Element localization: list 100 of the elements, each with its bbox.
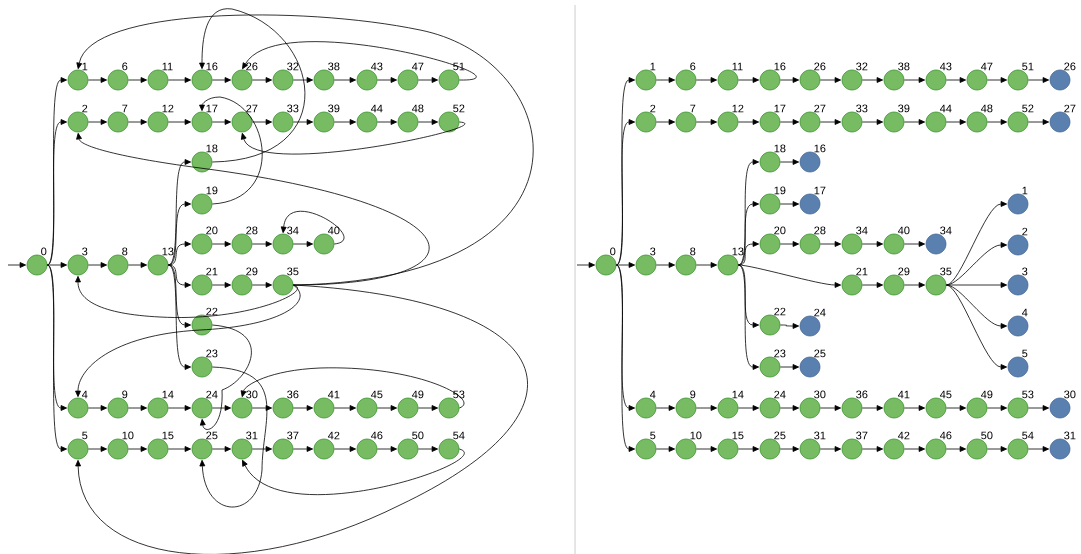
arrow: [819, 77, 842, 83]
arrow: [292, 405, 314, 411]
arrow: [251, 241, 273, 247]
arrow: [211, 405, 232, 411]
arrow: [695, 77, 718, 83]
arrow: [655, 405, 676, 411]
arrow: [903, 282, 926, 288]
node-label: 44: [370, 104, 383, 113]
node-label: 9: [122, 390, 128, 399]
node-label: 11: [162, 62, 173, 71]
node-label: 53: [1022, 390, 1034, 399]
node-label: 34: [287, 226, 299, 235]
arrow: [251, 405, 273, 411]
node-label: 49: [411, 390, 424, 399]
arrow: [292, 446, 314, 452]
node-label: 2: [82, 104, 88, 113]
node-label: 19: [206, 186, 218, 195]
node-label: 30: [1064, 390, 1076, 399]
node-label: 14: [162, 390, 174, 399]
node-label: 26: [246, 62, 258, 71]
arrow: [903, 241, 926, 247]
node-label: 25: [814, 349, 826, 358]
arrow: [242, 41, 477, 81]
arrow: [615, 262, 636, 268]
node-label: 7: [122, 104, 128, 113]
node-label: 23: [206, 349, 218, 358]
arrow: [127, 77, 148, 83]
node-label: 14: [732, 390, 744, 399]
arrow: [242, 448, 465, 495]
arrow: [167, 241, 192, 266]
node-label: 4: [81, 390, 88, 399]
node-label: 5: [1022, 349, 1028, 358]
node-label: 54: [453, 431, 465, 440]
node-label: 24: [774, 390, 786, 399]
node-label: 31: [1064, 431, 1076, 440]
arrow: [779, 446, 800, 452]
arrow: [76, 132, 429, 286]
node-label: 22: [774, 307, 786, 316]
arrow: [861, 241, 884, 247]
arrow: [1027, 119, 1050, 125]
node-label: 1: [650, 62, 656, 71]
arrow: [167, 201, 192, 266]
arrow: [737, 264, 760, 370]
arrow: [819, 446, 842, 452]
arrow: [737, 201, 760, 266]
arrow: [376, 77, 398, 83]
arrow: [333, 405, 357, 411]
arrow: [903, 77, 926, 83]
node-label: 26: [1064, 62, 1076, 71]
node-label: 38: [328, 62, 340, 71]
node-label: 36: [287, 390, 299, 399]
node-label: 40: [327, 226, 340, 235]
arrow: [127, 405, 148, 411]
node-label: 4: [649, 390, 656, 399]
arrow: [75, 284, 301, 398]
node-label: 6: [690, 62, 696, 71]
arrow: [167, 264, 192, 288]
node-label: 25: [206, 431, 218, 440]
arrow: [199, 8, 306, 163]
arrow: [376, 405, 398, 411]
arrow: [779, 241, 800, 247]
node-label: 54: [1022, 431, 1034, 440]
arrow: [87, 262, 108, 268]
arrow: [46, 119, 68, 266]
node-label: 24: [206, 390, 218, 399]
node-label: 12: [162, 104, 174, 113]
node-label: 31: [246, 431, 258, 440]
arrow: [737, 446, 760, 452]
node-label: 37: [287, 431, 299, 440]
node-label: 19: [774, 186, 786, 195]
node-label: 47: [980, 62, 993, 71]
node-label: 2: [650, 104, 656, 113]
arrow: [819, 405, 842, 411]
node-label: 52: [1022, 104, 1034, 113]
node-label: 1: [1022, 186, 1028, 195]
node-label: 46: [370, 431, 383, 440]
arrow: [199, 324, 252, 430]
node-label: 27: [814, 104, 826, 113]
arrow: [1027, 405, 1050, 411]
node-label: 8: [690, 247, 696, 256]
node-label: 17: [206, 104, 218, 113]
arrow: [292, 77, 314, 83]
node-label: 50: [981, 431, 993, 440]
node-label: 10: [122, 431, 134, 440]
arrow: [695, 262, 718, 268]
node-label: 3: [1022, 267, 1028, 276]
arrow: [945, 119, 967, 125]
arrow: [199, 366, 268, 508]
node-label: 43: [370, 62, 383, 71]
arrow: [903, 405, 926, 411]
arrow: [655, 119, 676, 125]
arrow: [695, 446, 718, 452]
node-label: 30: [246, 390, 258, 399]
node-label: 0: [41, 247, 47, 256]
node-label: 11: [732, 62, 743, 71]
node-label: 21: [856, 267, 868, 276]
arrow: [251, 77, 273, 83]
node-label: 22: [206, 307, 218, 316]
node-label: 28: [246, 226, 258, 235]
node-label: 38: [898, 62, 910, 71]
